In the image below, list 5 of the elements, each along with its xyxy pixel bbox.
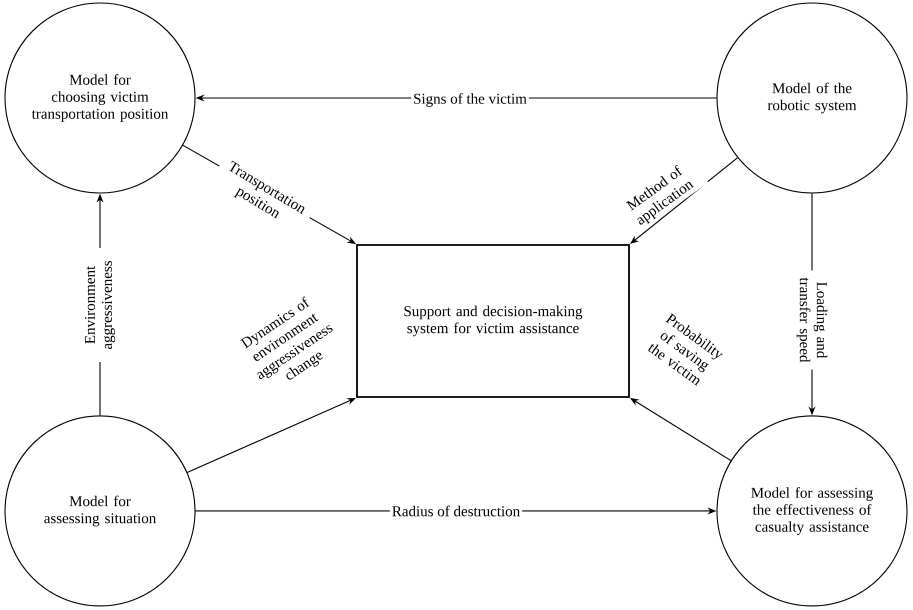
system-box: Support and decision-making system for victim assistance [356,244,630,398]
edge-label: Radius of destruction [390,504,522,518]
edge-label: Signs of the victim [411,91,529,109]
edge-label: Environment aggressiveness [82,248,118,362]
edge-label: Loading and transfer speed [794,270,830,370]
